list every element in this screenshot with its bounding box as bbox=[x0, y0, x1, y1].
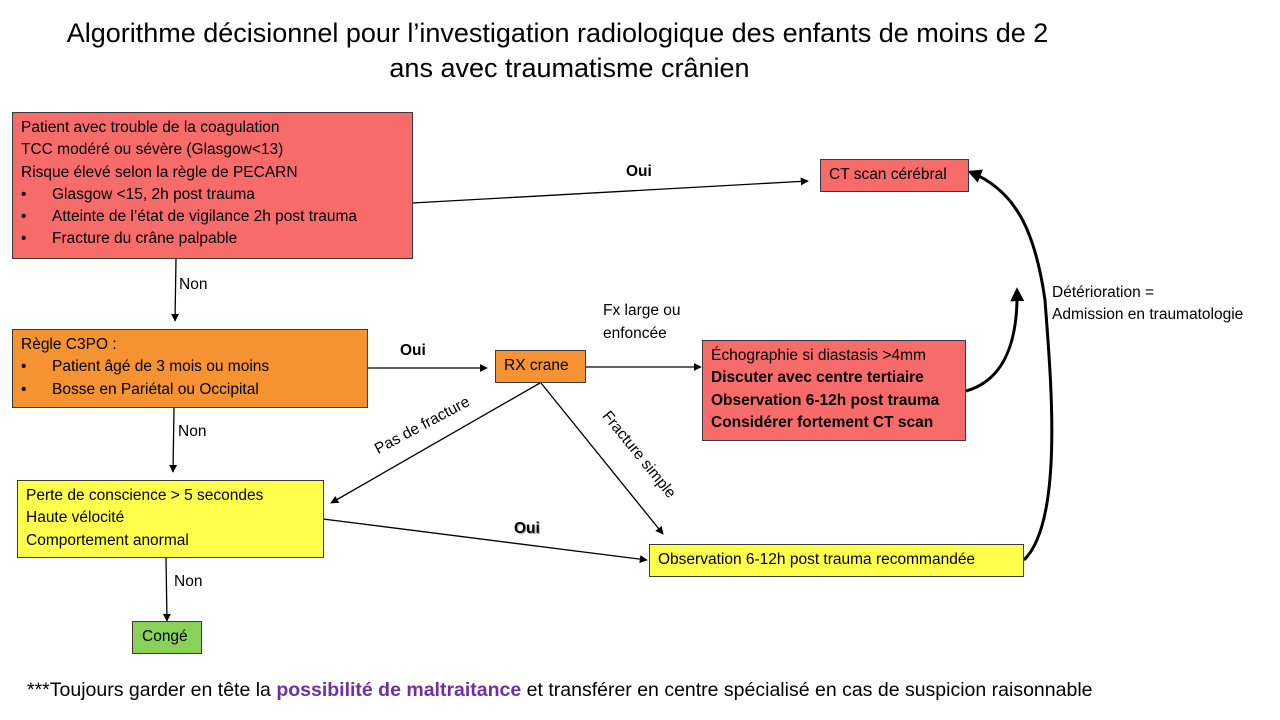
rx-crane-label: RX crane bbox=[504, 357, 569, 374]
edge-label-fx-large-2: enfoncée bbox=[603, 325, 667, 342]
diagram-title: Algorithme décisionnel pour l’investigat… bbox=[0, 16, 1115, 86]
edge-label-non-2: Non bbox=[178, 423, 207, 440]
edge-label-oui-rx: Oui bbox=[400, 342, 426, 359]
high-risk-line: TCC modéré ou sévère (Glasgow<13) bbox=[21, 141, 284, 159]
symptom-line: Haute vélocité bbox=[26, 509, 125, 527]
arrow-echo-to-deterioration bbox=[965, 287, 1025, 393]
observation-label: Observation 6-12h post trauma recommandé… bbox=[658, 551, 976, 568]
edge-label-oui-obs: Oui bbox=[514, 520, 540, 537]
node-echographie: Échographie si diastasis >4mm Discuter a… bbox=[702, 340, 966, 441]
echo-line: Échographie si diastasis >4mm bbox=[711, 347, 926, 364]
edge-label-non-3: Non bbox=[174, 573, 203, 590]
c3po-criteria-list: Patient âgé de 3 mois ou moins Bosse en … bbox=[21, 356, 359, 401]
arrow-rx-to-symptoms bbox=[330, 382, 541, 504]
ct-scan-label: CT scan cérébral bbox=[829, 166, 947, 183]
arrow-symptoms-to-observation bbox=[322, 518, 648, 564]
node-c3po: Règle C3PO : Patient âgé de 3 mois ou mo… bbox=[12, 329, 368, 408]
conge-label: Congé bbox=[142, 628, 188, 645]
node-ct-scan: CT scan cérébral bbox=[820, 159, 969, 192]
edge-label-fx-large-1: Fx large ou bbox=[603, 302, 681, 319]
high-risk-criterion: Fracture du crâne palpable bbox=[21, 228, 404, 251]
high-risk-criteria-list: Glasgow <15, 2h post trauma Atteinte de … bbox=[21, 184, 404, 251]
high-risk-line: Risque élevé selon la règle de PECARN bbox=[21, 163, 298, 181]
arrow-highrisk-to-ct bbox=[411, 177, 809, 204]
edge-label-oui-ct: Oui bbox=[626, 163, 652, 180]
footer-prefix: ***Toujours garder en tête la bbox=[27, 679, 277, 701]
echo-bold-line: Considérer fortement CT scan bbox=[711, 413, 934, 431]
symptom-line: Perte de conscience > 5 secondes bbox=[26, 487, 264, 504]
symptom-line: Comportement anormal bbox=[26, 531, 189, 549]
footer-suffix: et transférer en centre spécialisé en ca… bbox=[521, 679, 1093, 701]
edge-label-deterioration-1: Détérioration = bbox=[1052, 284, 1155, 301]
footer-highlight: possibilité de maltraitance bbox=[276, 679, 522, 701]
title-line-2: ans avec traumatisme crânien bbox=[389, 53, 750, 83]
title-line-1: Algorithme décisionnel pour l’investigat… bbox=[66, 18, 1049, 48]
node-symptoms: Perte de conscience > 5 secondes Haute v… bbox=[17, 480, 324, 558]
high-risk-criterion: Atteinte de l’état de vigilance 2h post … bbox=[21, 206, 404, 229]
arrow-c3po-to-symptoms bbox=[169, 407, 178, 473]
high-risk-criterion: Glasgow <15, 2h post trauma bbox=[21, 184, 404, 207]
footer-note: ***Toujours garder en tête la possibilit… bbox=[27, 677, 1093, 703]
node-conge: Congé bbox=[132, 621, 202, 654]
node-observation: Observation 6-12h post trauma recommandé… bbox=[649, 544, 1024, 577]
arrow-symptoms-to-conge bbox=[162, 557, 171, 622]
edge-label-deterioration-2: Admission en traumatologie bbox=[1052, 306, 1244, 323]
c3po-criterion: Bosse en Pariétal ou Occipital bbox=[21, 379, 359, 402]
node-rx-crane: RX crane bbox=[495, 350, 586, 383]
c3po-heading: Règle C3PO : bbox=[21, 336, 117, 353]
c3po-criterion: Patient âgé de 3 mois ou moins bbox=[21, 356, 359, 379]
arrow-rx-to-observation bbox=[540, 382, 664, 535]
edge-label-non-1: Non bbox=[179, 276, 208, 293]
arrow-highrisk-to-c3po bbox=[171, 258, 180, 322]
node-high-risk: Patient avec trouble de la coagulation T… bbox=[12, 112, 413, 259]
arrow-observation-to-ct bbox=[967, 169, 1054, 562]
echo-bold-line: Observation 6-12h post trauma bbox=[711, 391, 940, 409]
echo-bold-line: Discuter avec centre tertiaire bbox=[711, 369, 924, 387]
high-risk-line: Patient avec trouble de la coagulation bbox=[21, 119, 280, 136]
